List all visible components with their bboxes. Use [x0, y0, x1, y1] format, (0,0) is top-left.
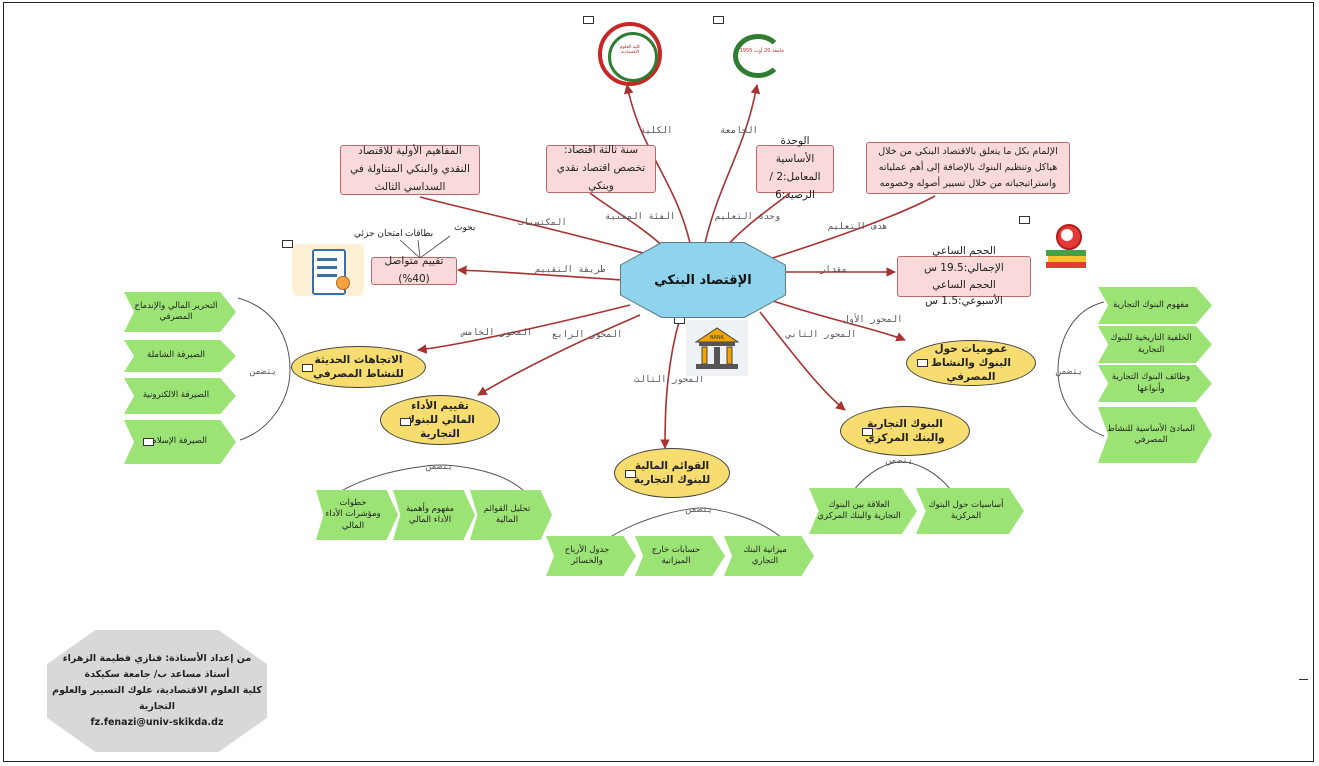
image-icon	[713, 16, 724, 24]
axis-3-item: حسابات خارج الميزانية	[635, 536, 725, 576]
axis-2-item: العلاقة بين البنوك التجارية والبنك المرك…	[809, 488, 917, 534]
scroll-marker	[1299, 679, 1308, 680]
label-goal: هدف التعليم	[828, 222, 888, 232]
label-college: الكلية	[640, 126, 673, 136]
eval-item-partial-exam: امتحان جزئي	[354, 229, 403, 239]
hours-total: الحجم الساعي الإجمالي:19.5 س	[924, 244, 1004, 274]
label-axis-1: المحور الأول	[843, 315, 903, 325]
label-includes-axis-4: يتضمن	[426, 462, 454, 472]
evaluation-box: تقييم متواصل (40%)	[371, 255, 457, 285]
image-icon	[1019, 216, 1030, 224]
axis-2-node: البنوك التجارية والبنك المركزي	[840, 406, 970, 456]
axis-1-item: المبادئ الأساسية للنشاط المصرفي	[1098, 407, 1212, 463]
axis-4-item: خطوات ومؤشرات الأداء المالي	[316, 490, 398, 540]
label-axis-3: المحور الثالث	[634, 375, 705, 385]
alarm-clock-books-icon	[1044, 222, 1092, 274]
image-icon	[583, 16, 594, 24]
university-logo-text: جامعة 20 أوت 1955	[739, 48, 785, 54]
axis-5-item: الصيرفة الإسلامية	[124, 420, 236, 464]
axis-3-item: ميزانية البنك التجاري	[724, 536, 814, 576]
college-logo-text: كلية العلوم الاقتصادية	[619, 45, 641, 55]
label-includes-axis-3: يتضمن	[686, 505, 714, 515]
axis-1-item: وظائف البنوك التجارية وأنواعها	[1098, 365, 1212, 402]
clipboard-icon	[292, 244, 364, 296]
axis-5-item: الصيرفة الالكترونية	[124, 378, 236, 414]
label-volume: مقدار	[820, 265, 848, 275]
image-icon	[625, 470, 636, 478]
axis-5-item: التحرير المالي والإندماج المصرفي	[124, 292, 236, 332]
label-prerequisites: المكتسبات	[518, 218, 567, 228]
label-axis-2: المحور الثاني	[786, 330, 857, 340]
label-university: الجامعة	[720, 126, 758, 136]
label-evaluation-method: طريقة التقييم	[535, 265, 606, 275]
credits-line: أستاذ مساعد ب/ جامعة سكيكدة	[84, 668, 230, 680]
credits-line: من إعداد الأستاذة: فنازي فطيمة الزهراء	[62, 652, 252, 664]
image-icon	[400, 418, 411, 426]
label-includes-axis-1: يتضمن	[1056, 367, 1084, 377]
eval-item-cards: بطاقات	[405, 229, 434, 239]
axis-5-node: الاتجاهات الحديثة للنشاط المصرفي	[291, 346, 426, 388]
axis-3-item: جدول الأرباح والخسائر	[546, 536, 636, 576]
evaluation-connectors	[399, 235, 451, 259]
label-target-group: الفئة المعنية	[605, 212, 676, 222]
credits-email: fz.fenazi@univ-skikda.dz	[90, 717, 224, 729]
teaching-unit-box: الوحدة الأساسية المعامل:2 /الرصيد:6	[756, 135, 834, 201]
hours-box: الحجم الساعي الإجمالي:19.5 س الحجم الساع…	[897, 245, 1031, 307]
image-icon	[302, 364, 313, 372]
axis-2-item: أساسيات حول البنوك المركزية	[916, 488, 1024, 534]
center-node: الإقتصاد البنكي	[621, 243, 785, 317]
axis-1-item: مفهوم البنوك التجارية	[1098, 287, 1212, 324]
image-icon	[143, 438, 154, 446]
image-icon	[862, 428, 873, 436]
label-teaching-unit: وحدة التعليم	[715, 212, 781, 222]
axis-5-item: الصيرفة الشاملة	[124, 340, 236, 372]
credits-line: التجارية	[139, 701, 175, 713]
axis-4-item: مفهوم وأهمية الأداء المالي	[393, 490, 475, 540]
label-axis-4: المحور الرابع	[552, 330, 623, 340]
prerequisites-box: المفاهيم الأولية للاقتصاد النقدي والبنكي…	[340, 145, 480, 195]
label-includes-axis-2: يتضمن	[886, 456, 914, 466]
image-icon	[282, 240, 293, 248]
college-logo: كلية العلوم الاقتصادية	[598, 22, 662, 86]
hours-weekly: الحجم الساعي الأسبوعي:1.5 س	[925, 278, 1003, 308]
author-credits: من إعداد الأستاذة: فنازي فطيمة الزهراء أ…	[47, 630, 267, 752]
label-axis-5: المحور الخامس	[462, 328, 533, 338]
axis-4-item: تحليل القوائم المالية	[470, 490, 552, 540]
eval-item-research: بحوث	[454, 223, 476, 233]
bank-icon-text: BANK	[710, 335, 724, 341]
goal-box: الإلمام بكل ما يتعلق بالاقتصاد البنكي من…	[866, 142, 1070, 194]
credits-line: كلية العلوم الاقتصادية، علوك التسيير وال…	[52, 684, 262, 696]
axis-4-node: تقييم الأداء المالي للبنوك التجارية	[380, 395, 500, 445]
image-icon	[917, 359, 928, 367]
target-group-box: سنة ثالثة اقتصاد: تخصص اقتصاد نقدي وبنكي	[546, 144, 656, 193]
university-logo: جامعة 20 أوت 1955	[727, 22, 791, 86]
bank-icon: BANK	[686, 320, 748, 376]
label-includes-axis-5: يتضمن	[250, 367, 278, 377]
axis-1-item: الخلفية التاريخية للبنوك التجارية	[1098, 326, 1212, 363]
page-frame	[3, 2, 1314, 762]
